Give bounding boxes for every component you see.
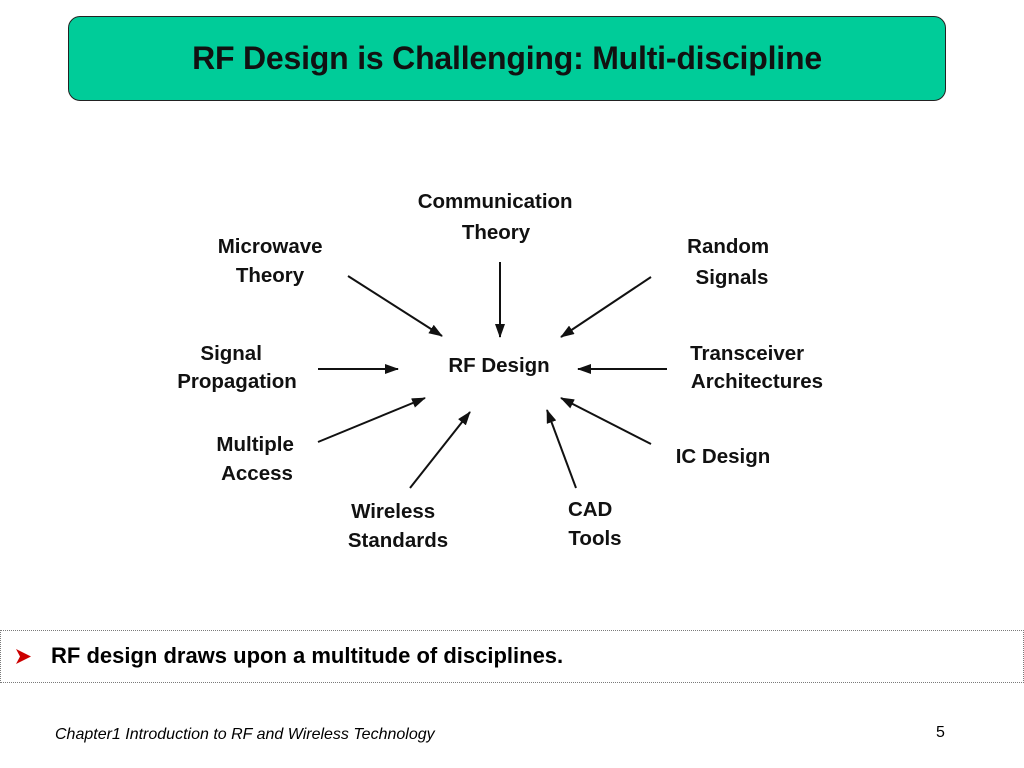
arrow-ic-design — [560, 397, 652, 445]
arrow-cad-tools — [546, 409, 577, 489]
label-line: Architectures — [691, 370, 823, 393]
label-multiple-access: Multiple Access — [216, 433, 299, 485]
footer-chapter: Chapter1 Introduction to RF and Wireless… — [55, 726, 435, 743]
label-line: Transceiver — [690, 342, 804, 365]
label-line: Multiple — [216, 433, 293, 456]
label-line: Propagation — [177, 370, 297, 393]
arrow-multiple-access — [317, 397, 426, 443]
label-line: CAD — [568, 498, 612, 521]
arrow-microwave-theory — [347, 275, 443, 337]
label-line: Microwave — [218, 235, 323, 258]
label-line: Theory — [236, 264, 305, 287]
bullet-box: RF design draws upon a multitude of disc… — [0, 630, 1024, 683]
arrow-wireless-standards — [409, 411, 471, 489]
label-line: Theory — [462, 221, 531, 244]
page-number: 5 — [936, 724, 945, 741]
label-line: IC Design — [676, 445, 771, 468]
label-line: Wireless — [351, 500, 435, 523]
center-label: RF Design — [448, 354, 549, 377]
label-transceiver-architectures: Transceiver Architectures — [690, 342, 823, 393]
label-line: Random — [687, 235, 769, 258]
label-cad-tools: CAD Tools — [568, 498, 622, 550]
label-communication-theory: Communication Theory — [418, 190, 579, 244]
label-random-signals: Random Signals — [687, 235, 775, 289]
label-line: Signal — [200, 342, 262, 365]
label-line: Signals — [696, 266, 769, 289]
label-line: Tools — [568, 527, 621, 550]
label-signal-propagation: Signal Propagation — [177, 342, 297, 393]
label-line: Communication — [418, 190, 573, 213]
slide-title: RF Design is Challenging: Multi-discipli… — [192, 40, 822, 76]
arrow-random-signals — [560, 276, 652, 338]
label-line: Access — [221, 462, 293, 485]
label-line: Standards — [348, 529, 448, 552]
label-ic-design: IC Design — [676, 445, 771, 468]
arrowhead-bullet-icon — [16, 649, 31, 664]
label-wireless-standards: Wireless Standards — [348, 500, 448, 552]
title-box: RF Design is Challenging: Multi-discipli… — [68, 16, 946, 101]
bullet-text: RF design draws upon a multitude of disc… — [51, 643, 564, 668]
label-microwave-theory: Microwave Theory — [218, 235, 329, 287]
